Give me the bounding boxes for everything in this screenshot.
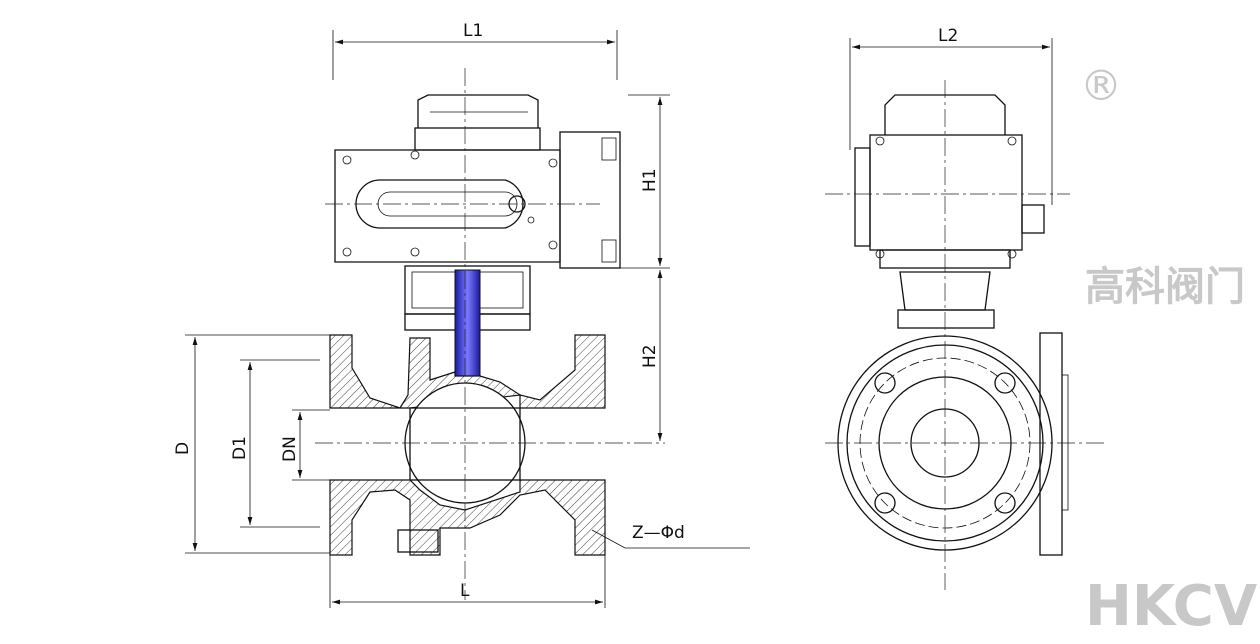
label-l1: L1: [463, 21, 483, 41]
label-l2: L2: [938, 26, 958, 46]
dimension-lines: [185, 30, 1053, 608]
side-view: [825, 80, 1105, 590]
watermark-brand: HKCV: [1085, 574, 1258, 639]
label-l: L: [460, 581, 470, 601]
label-d: D: [173, 442, 193, 455]
actuator-body: [334, 149, 561, 263]
bolt-holes: [874, 372, 1016, 514]
watermark: HKCV 高科阀门 ®: [1080, 61, 1258, 639]
actuator-cover: [417, 94, 539, 128]
label-bolt-holes: Z—Φd: [632, 523, 685, 543]
label-d1: D1: [230, 436, 250, 460]
handle-window: [355, 179, 524, 229]
valve-stem: [454, 269, 481, 377]
label-dn: DN: [280, 436, 300, 462]
watermark-cn: 高科阀门: [1085, 264, 1245, 310]
side-actuator-body: [869, 134, 1023, 251]
drain-plug: [397, 529, 439, 553]
dimension-labels: L1 L2 H1 H2 D D1 DN L Z—Φd: [173, 21, 958, 601]
label-h1: H1: [640, 168, 660, 192]
label-h2: H2: [640, 344, 660, 368]
registered-mark: ®: [1080, 61, 1122, 110]
front-view: [315, 68, 665, 600]
